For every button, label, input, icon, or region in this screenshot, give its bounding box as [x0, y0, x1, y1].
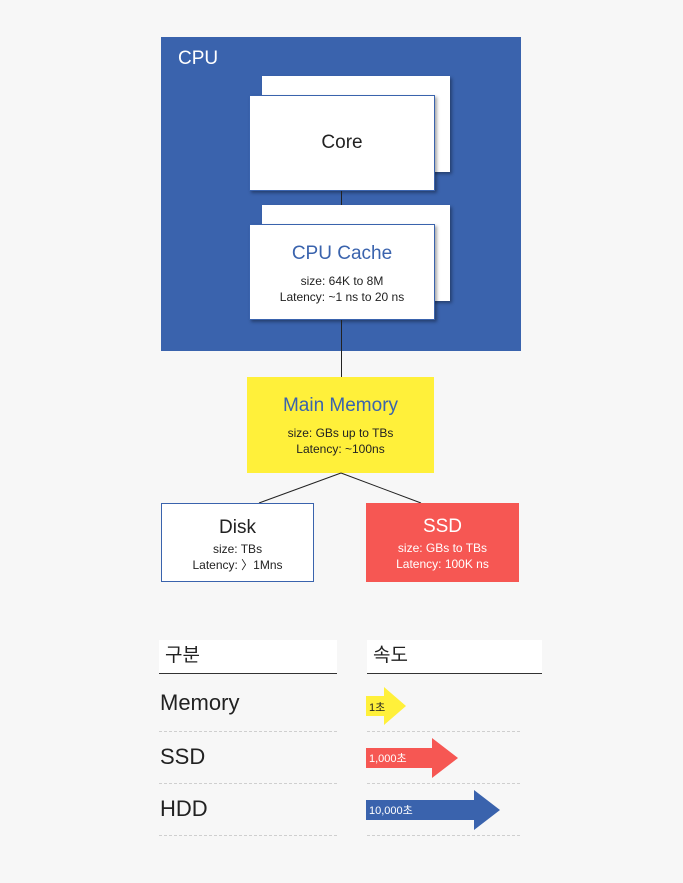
- disk-size: size: TBs: [212, 542, 263, 556]
- row-label-memory: Memory: [160, 690, 240, 715]
- memory-speed-label: 1초: [369, 701, 385, 714]
- ssd-size: size: GBs to TBs: [397, 541, 488, 555]
- row-divider: [159, 783, 337, 784]
- ssd-latency: Latency: 100K ns: [396, 557, 489, 571]
- hdd-speed-label: 10,000초: [369, 804, 413, 817]
- disk-latency: Latency: 〉1Mns: [192, 558, 283, 572]
- disk-box: Disk size: TBs Latency: 〉1Mns: [161, 503, 314, 582]
- hdd-speed-arrow: 10,000초: [366, 790, 500, 830]
- main-memory-latency: Latency: ~100ns: [296, 442, 385, 456]
- row-divider: [367, 731, 520, 732]
- core-box: Core: [249, 95, 435, 191]
- cpu-cache-box: CPU Cache size: 64K to 8M Latency: ~1 ns…: [249, 224, 435, 320]
- core-title: Core: [321, 132, 363, 153]
- memory-speed-arrow: 1초: [366, 687, 406, 725]
- table-header-speed: 속도: [367, 640, 542, 674]
- cpu-cache-title: CPU Cache: [291, 243, 393, 264]
- cache-memory-connector: [341, 320, 342, 377]
- row-divider: [367, 835, 520, 836]
- main-memory-title: Main Memory: [282, 395, 399, 416]
- row-divider: [159, 731, 337, 732]
- ssd-speed-label: 1,000초: [369, 752, 407, 765]
- ssd-title: SSD: [422, 516, 463, 537]
- row-label-hdd: HDD: [160, 796, 208, 821]
- ssd-speed-arrow: 1,000초: [366, 738, 458, 778]
- table-header-type: 구분: [159, 640, 337, 674]
- main-memory-box: Main Memory size: GBs up to TBs Latency:…: [247, 377, 434, 473]
- cpu-cache-size: size: 64K to 8M: [300, 274, 384, 288]
- cpu-cache-latency: Latency: ~1 ns to 20 ns: [279, 290, 405, 304]
- row-divider: [159, 835, 337, 836]
- ssd-box: SSD size: GBs to TBs Latency: 100K ns: [366, 503, 519, 582]
- main-memory-size: size: GBs up to TBs: [287, 426, 394, 440]
- row-label-ssd: SSD: [160, 744, 206, 769]
- row-divider: [367, 783, 520, 784]
- disk-title: Disk: [219, 517, 256, 538]
- cpu-title: CPU: [178, 48, 219, 69]
